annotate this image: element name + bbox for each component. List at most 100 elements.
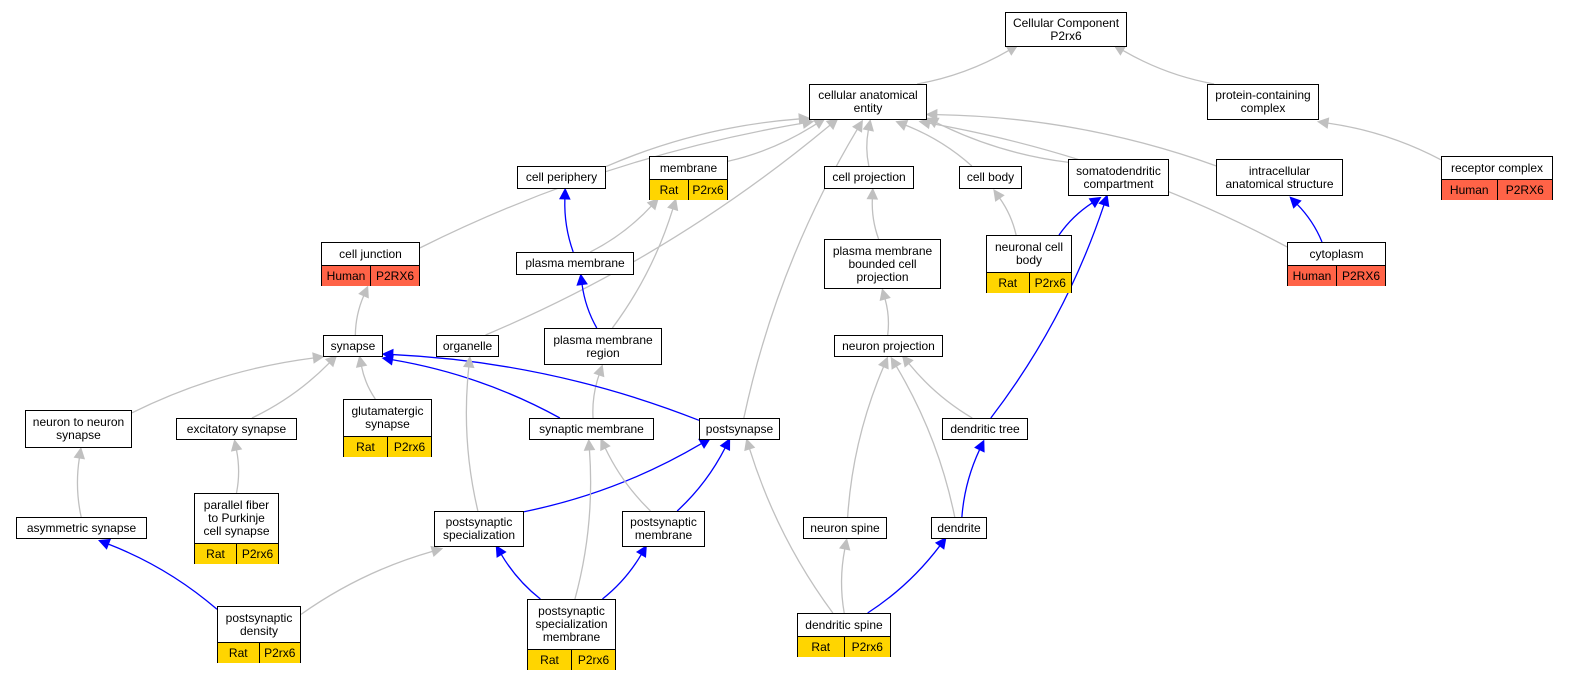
edge-part-of-dendritic-tree-to-somatodendritic-compartment bbox=[990, 204, 1105, 419]
edge-is-a-membrane-to-cellular-anatomical-entity bbox=[727, 123, 817, 162]
edge-arrowhead bbox=[1088, 196, 1102, 209]
node-label: synapse bbox=[330, 338, 376, 353]
node-postsynapse[interactable]: postsynapse bbox=[699, 418, 780, 440]
species-tag: Human bbox=[1288, 266, 1336, 286]
edge-is-a-postsynaptic-membrane-to-synaptic-membrane bbox=[604, 447, 651, 512]
node-label: neuronal cell body bbox=[994, 240, 1064, 267]
node-label: plasma membrane bounded cell projection bbox=[832, 243, 933, 284]
node-label: neuron projection bbox=[842, 338, 935, 353]
edge-arrowhead bbox=[646, 197, 659, 211]
node-synaptic-membrane[interactable]: synaptic membrane bbox=[529, 418, 654, 440]
edge-part-of-dendrite-to-dendritic-tree bbox=[961, 449, 981, 518]
edge-part-of-cytoplasm-to-intracellular-anatomical-structure bbox=[1296, 203, 1323, 243]
node-label: neuron to neuron synapse bbox=[32, 415, 125, 442]
gene-tag: P2RX6 bbox=[1496, 180, 1552, 200]
node-cell-body[interactable]: cell body bbox=[959, 166, 1022, 189]
edge-part-of-neuronal-cell-body-to-somatodendritic-compartment bbox=[1058, 202, 1093, 236]
gene-tag: P2rx6 bbox=[387, 437, 431, 457]
edge-arrowhead bbox=[355, 355, 368, 368]
node-label: excitatory synapse bbox=[186, 421, 287, 436]
node-label: dendritic spine bbox=[805, 617, 883, 632]
species-tag: Rat bbox=[987, 273, 1029, 293]
edge-is-a-cell-body-to-cellular-anatomical-entity bbox=[905, 124, 973, 167]
species-tag: Rat bbox=[798, 637, 844, 657]
edge-arrowhead bbox=[462, 355, 475, 369]
edge-part-of-plasma-membrane-region-to-plasma-membrane bbox=[581, 284, 598, 329]
edge-arrowhead bbox=[852, 119, 863, 133]
node-label: protein-containing complex bbox=[1215, 88, 1311, 115]
node-plasma-membrane-bounded-cell-projection[interactable]: plasma membrane bounded cell projection bbox=[824, 239, 941, 289]
node-label: cell projection bbox=[832, 170, 906, 184]
node-label: glutamatergic synapse bbox=[351, 404, 424, 431]
node-postsynaptic-membrane[interactable]: postsynaptic membrane bbox=[622, 511, 705, 547]
node-synapse[interactable]: synapse bbox=[323, 335, 383, 357]
edge-is-a-excitatory-synapse-to-synapse bbox=[251, 362, 330, 419]
edge-is-a-neuronal-cell-body-to-cell-body bbox=[999, 197, 1017, 236]
edge-part-of-synaptic-membrane-to-synapse bbox=[392, 359, 561, 419]
edge-arrowhead bbox=[866, 187, 879, 200]
node-label: cellular anatomical entity bbox=[818, 88, 918, 115]
node-somatodendritic-compartment[interactable]: somatodendritic compartment bbox=[1068, 159, 1169, 196]
node-dendrite[interactable]: dendrite bbox=[931, 517, 987, 539]
species-tag: Rat bbox=[344, 437, 387, 457]
node-cell-periphery[interactable]: cell periphery bbox=[517, 166, 606, 189]
node-postsynaptic-specialization[interactable]: postsynaptic specialization bbox=[434, 511, 524, 547]
node-dendritic-tree[interactable]: dendritic tree bbox=[942, 418, 1028, 440]
node-asymmetric-synapse[interactable]: asymmetric synapse bbox=[16, 517, 147, 539]
node-plasma-membrane-region[interactable]: plasma membrane region bbox=[544, 328, 662, 365]
edge-arrowhead bbox=[974, 439, 985, 453]
edge-arrowhead bbox=[1316, 117, 1330, 129]
edge-is-a-postsynaptic-specialization-to-organelle bbox=[465, 366, 479, 512]
node-protein-containing-complex[interactable]: protein-containing complex bbox=[1207, 84, 1319, 120]
edge-is-a-postsynapse-to-cellular-anatomical-entity bbox=[743, 128, 858, 419]
edge-is-a-parallel-fiber-synapse-to-excitatory-synapse bbox=[235, 449, 240, 494]
node-intracellular-anatomical-structure[interactable]: intracellular anatomical structure bbox=[1216, 159, 1343, 196]
node-cellular-component[interactable]: Cellular Component P2rx6 bbox=[1005, 12, 1127, 47]
node-label: dendrite bbox=[937, 520, 981, 535]
edge-arrowhead bbox=[667, 198, 679, 212]
node-plasma-membrane[interactable]: plasma membrane bbox=[516, 252, 634, 275]
edge-is-a-glutamatergic-synapse-to-synapse bbox=[360, 366, 376, 400]
edge-part-of-plasma-membrane-to-cell-periphery bbox=[564, 198, 574, 253]
species-tag: Rat bbox=[195, 544, 236, 564]
gene-tag: P2rx6 bbox=[571, 650, 615, 670]
gene-tag: P2RX6 bbox=[370, 266, 419, 286]
node-neuron-projection[interactable]: neuron projection bbox=[834, 335, 943, 357]
node-neuron-spine[interactable]: neuron spine bbox=[803, 517, 887, 539]
gene-tag: P2rx6 bbox=[258, 643, 300, 663]
node-organelle[interactable]: organelle bbox=[436, 335, 499, 357]
edge-arrowhead bbox=[98, 538, 111, 550]
node-neuron-to-neuron-synapse[interactable]: neuron to neuron synapse bbox=[25, 410, 132, 448]
node-cellular-anatomical-entity[interactable]: cellular anatomical entity bbox=[809, 84, 927, 120]
edge-arrowhead bbox=[839, 538, 851, 551]
node-excitatory-synapse[interactable]: excitatory synapse bbox=[176, 418, 297, 440]
node-label: postsynaptic density bbox=[225, 610, 293, 638]
edge-part-of-postsynaptic-specialization-membrane-to-postsynaptic-specialization bbox=[500, 554, 541, 600]
edge-is-a-neuron-to-neuron-synapse-to-synapse bbox=[131, 357, 314, 414]
gene-tag: P2RX6 bbox=[1336, 266, 1385, 286]
edge-arrowhead bbox=[879, 288, 891, 302]
edge-arrowhead bbox=[993, 189, 1005, 202]
edge-is-a-intracellular-anatomical-structure-to-cellular-anatomical-entity bbox=[936, 113, 1217, 167]
node-label: membrane bbox=[659, 160, 718, 175]
edge-is-a-dendrite-to-neuron-projection bbox=[895, 365, 956, 518]
node-cell-projection[interactable]: cell projection bbox=[824, 166, 914, 189]
